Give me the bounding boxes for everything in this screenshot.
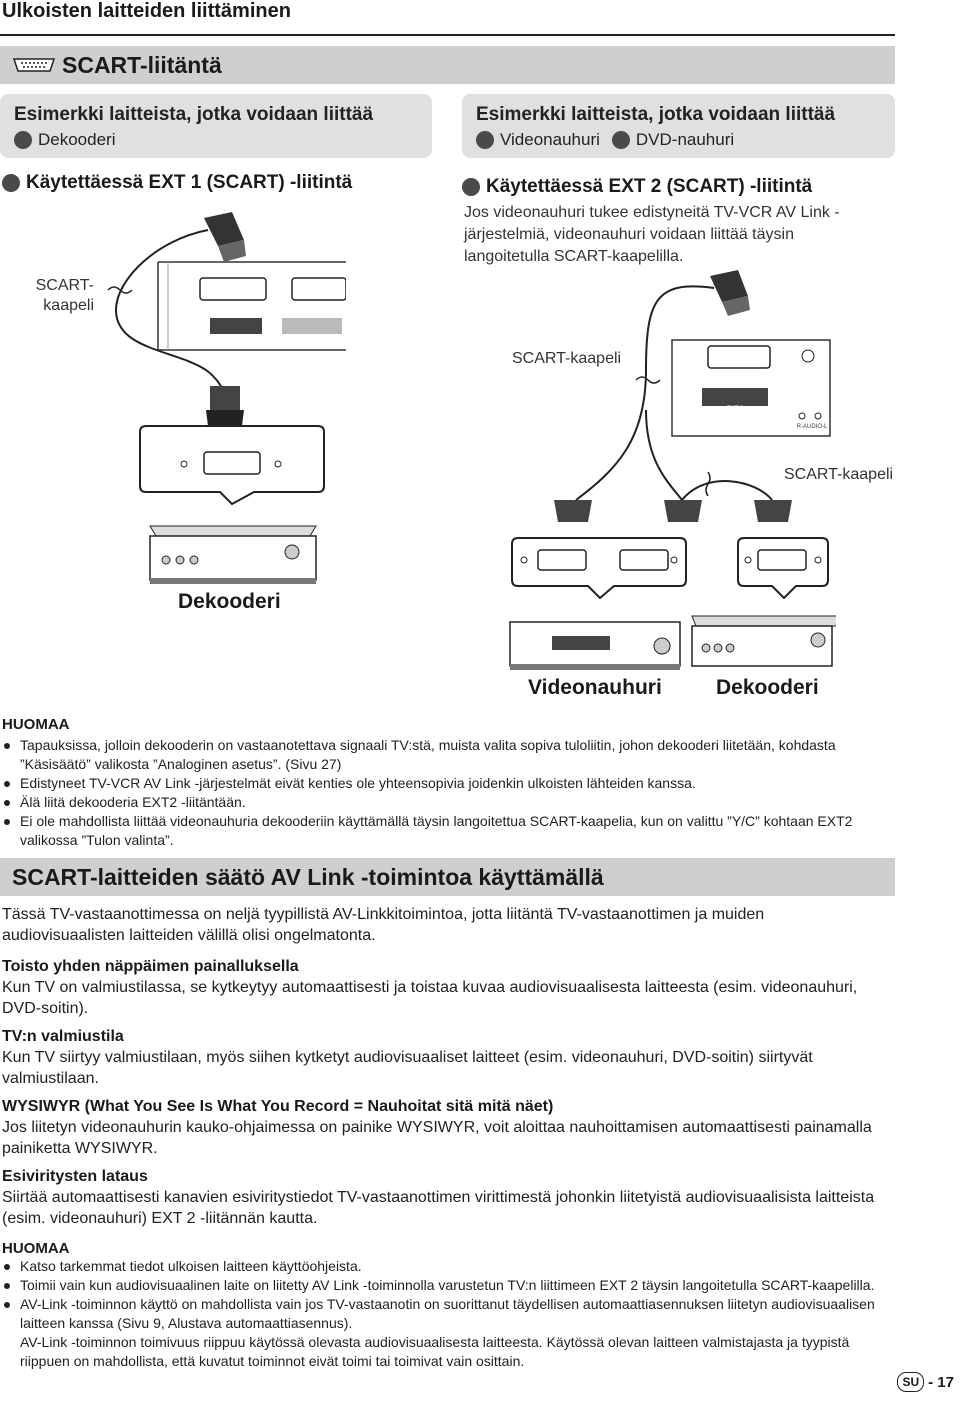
av-link-intro: Tässä TV-vastaanottimessa on neljä tyypi… bbox=[2, 906, 765, 944]
left-cable-label: SCART- kaapeli bbox=[35, 277, 94, 314]
ext2-port-label: EXT 2 bbox=[312, 336, 329, 342]
feature-heading: WYSIWYR (What You See Is What You Record… bbox=[2, 1098, 554, 1115]
ext1-port-label: EXT 1 bbox=[228, 336, 245, 342]
decoder-box-icon bbox=[691, 625, 833, 667]
note-item: Katso tarkemmat tiedot ulkoisen laitteen… bbox=[2, 1257, 887, 1276]
right-example-heading: Esimerkki laitteista, jotka voidaan liit… bbox=[476, 104, 836, 125]
page-number: SU - 17 bbox=[897, 1372, 954, 1392]
scart-plug-icon bbox=[664, 500, 702, 522]
scart-port-icon bbox=[199, 277, 267, 301]
device-label: DVD-nauhuri bbox=[635, 130, 735, 149]
scart-plug-icon bbox=[754, 500, 792, 522]
left-connection-diagram: EXT 1 EXT 2 bbox=[107, 212, 346, 584]
feature-heading: TV:n valmiustila bbox=[2, 1028, 124, 1045]
ext2-port-label: EXT 2 bbox=[727, 406, 744, 412]
note-item: Tapauksissa, jolloin dekooderin on vasta… bbox=[2, 736, 882, 774]
note-item: AV-Link -toiminnon käyttö on mahdollista… bbox=[2, 1295, 887, 1333]
note-item: Älä liitä dekooderia EXT2 -liitäntään. bbox=[2, 793, 882, 812]
notes-title: HUOMAA bbox=[2, 716, 70, 733]
scart-connector-icon bbox=[12, 58, 56, 72]
left-example-device: Dekooderi bbox=[14, 130, 116, 150]
vcr-device-name: Videonauhuri bbox=[528, 676, 662, 699]
av-link-title: SCART-laitteiden säätö AV Link -toiminto… bbox=[12, 864, 604, 890]
right-usage-text: Käytettäessä EXT 2 (SCART) -liitintä bbox=[486, 176, 813, 197]
notes-title: HUOMAA bbox=[2, 1240, 70, 1257]
right-connection-diagram: EXT 2 R-AUDIO-L bbox=[509, 270, 836, 670]
note-item: AV-Link -toiminnon toimivuus riippuu käy… bbox=[20, 1334, 850, 1369]
right-cable-label-1: SCART-kaapeli bbox=[512, 350, 622, 367]
right-usage-note: Jos videonauhuri tukee edistyneitä TV-VC… bbox=[464, 204, 840, 265]
audio-port-label: R-AUDIO-L bbox=[797, 424, 828, 430]
scart-plug-icon bbox=[204, 212, 244, 246]
right-usage-heading: Käytettäessä EXT 2 (SCART) -liitintä bbox=[462, 176, 812, 198]
scart-port-icon bbox=[537, 549, 587, 571]
title-divider bbox=[0, 34, 895, 36]
left-example-box: Esimerkki laitteista, jotka voidaan liit… bbox=[0, 94, 432, 158]
section-title: SCART-liitäntä bbox=[62, 52, 222, 78]
left-device-name: Dekooderi bbox=[178, 590, 281, 613]
notes-list: Katso tarkemmat tiedot ulkoisen laitteen… bbox=[2, 1257, 887, 1371]
ext2-socket-icon bbox=[282, 318, 342, 334]
scart-plug-icon bbox=[710, 270, 748, 302]
left-usage-text: Käytettäessä EXT 1 (SCART) -liitintä bbox=[26, 172, 353, 193]
scart-port-icon bbox=[757, 549, 807, 571]
scart-plug-icon bbox=[554, 500, 592, 522]
bullet-dot-icon bbox=[611, 131, 630, 149]
note-item: Toimii vain kun audiovisuaalinen laite o… bbox=[2, 1276, 887, 1295]
page-title: Ulkoisten laitteiden liittäminen bbox=[2, 0, 291, 22]
ext1-socket-icon bbox=[210, 318, 262, 334]
scart-port-icon bbox=[619, 549, 669, 571]
scart-port-icon bbox=[203, 451, 261, 475]
section-band bbox=[0, 46, 895, 84]
scart-plug-icon bbox=[210, 386, 240, 410]
bullet-dot-icon bbox=[462, 178, 480, 196]
page-number-text: - 17 bbox=[928, 1373, 954, 1391]
right-example-devices: Videonauhuri DVD-nauhuri bbox=[476, 130, 734, 150]
bullet-dot-icon bbox=[476, 131, 494, 149]
feature-text: Jos liitetyn videonauhurin kauko-ohjaime… bbox=[2, 1119, 872, 1157]
feature-text: Kun TV on valmiustilassa, se kytkeytyy a… bbox=[2, 979, 858, 1017]
feature-heading: Esiviritysten lataus bbox=[2, 1168, 148, 1185]
device-label: Videonauhuri bbox=[500, 130, 600, 149]
ext2-socket-icon bbox=[702, 388, 768, 406]
scart-port-icon bbox=[291, 277, 346, 301]
note-item: Edistyneet TV-VCR AV Link -järjestelmät … bbox=[2, 774, 882, 793]
av-link-band bbox=[0, 858, 895, 896]
bullet-dot-icon bbox=[14, 131, 32, 149]
right-cable-label-2: SCART-kaapeli bbox=[784, 466, 894, 483]
feature-text: Siirtää automaattisesti kanavien esiviri… bbox=[2, 1189, 875, 1227]
scart-port-icon bbox=[707, 345, 771, 369]
right-example-box: Esimerkki laitteista, jotka voidaan liit… bbox=[462, 94, 895, 158]
decoder-device-name: Dekooderi bbox=[716, 676, 819, 699]
left-usage-heading: Käytettäessä EXT 1 (SCART) -liitintä bbox=[2, 172, 352, 194]
left-example-heading: Esimerkki laitteista, jotka voidaan liit… bbox=[14, 104, 374, 125]
bullet-dot-icon bbox=[2, 174, 20, 192]
feature-text: Kun TV siirtyy valmiustilaan, myös siihe… bbox=[2, 1049, 813, 1087]
note-item: Ei ole mahdollista liittää videonauhuria… bbox=[2, 812, 882, 850]
notes-list: Tapauksissa, jolloin dekooderin on vasta… bbox=[2, 736, 882, 850]
feature-block: WYSIWYR (What You See Is What You Record… bbox=[2, 1096, 887, 1159]
language-code-badge: SU bbox=[897, 1372, 925, 1392]
device-label: Dekooderi bbox=[38, 130, 116, 149]
feature-heading: Toisto yhden näppäimen painalluksella bbox=[2, 958, 299, 975]
